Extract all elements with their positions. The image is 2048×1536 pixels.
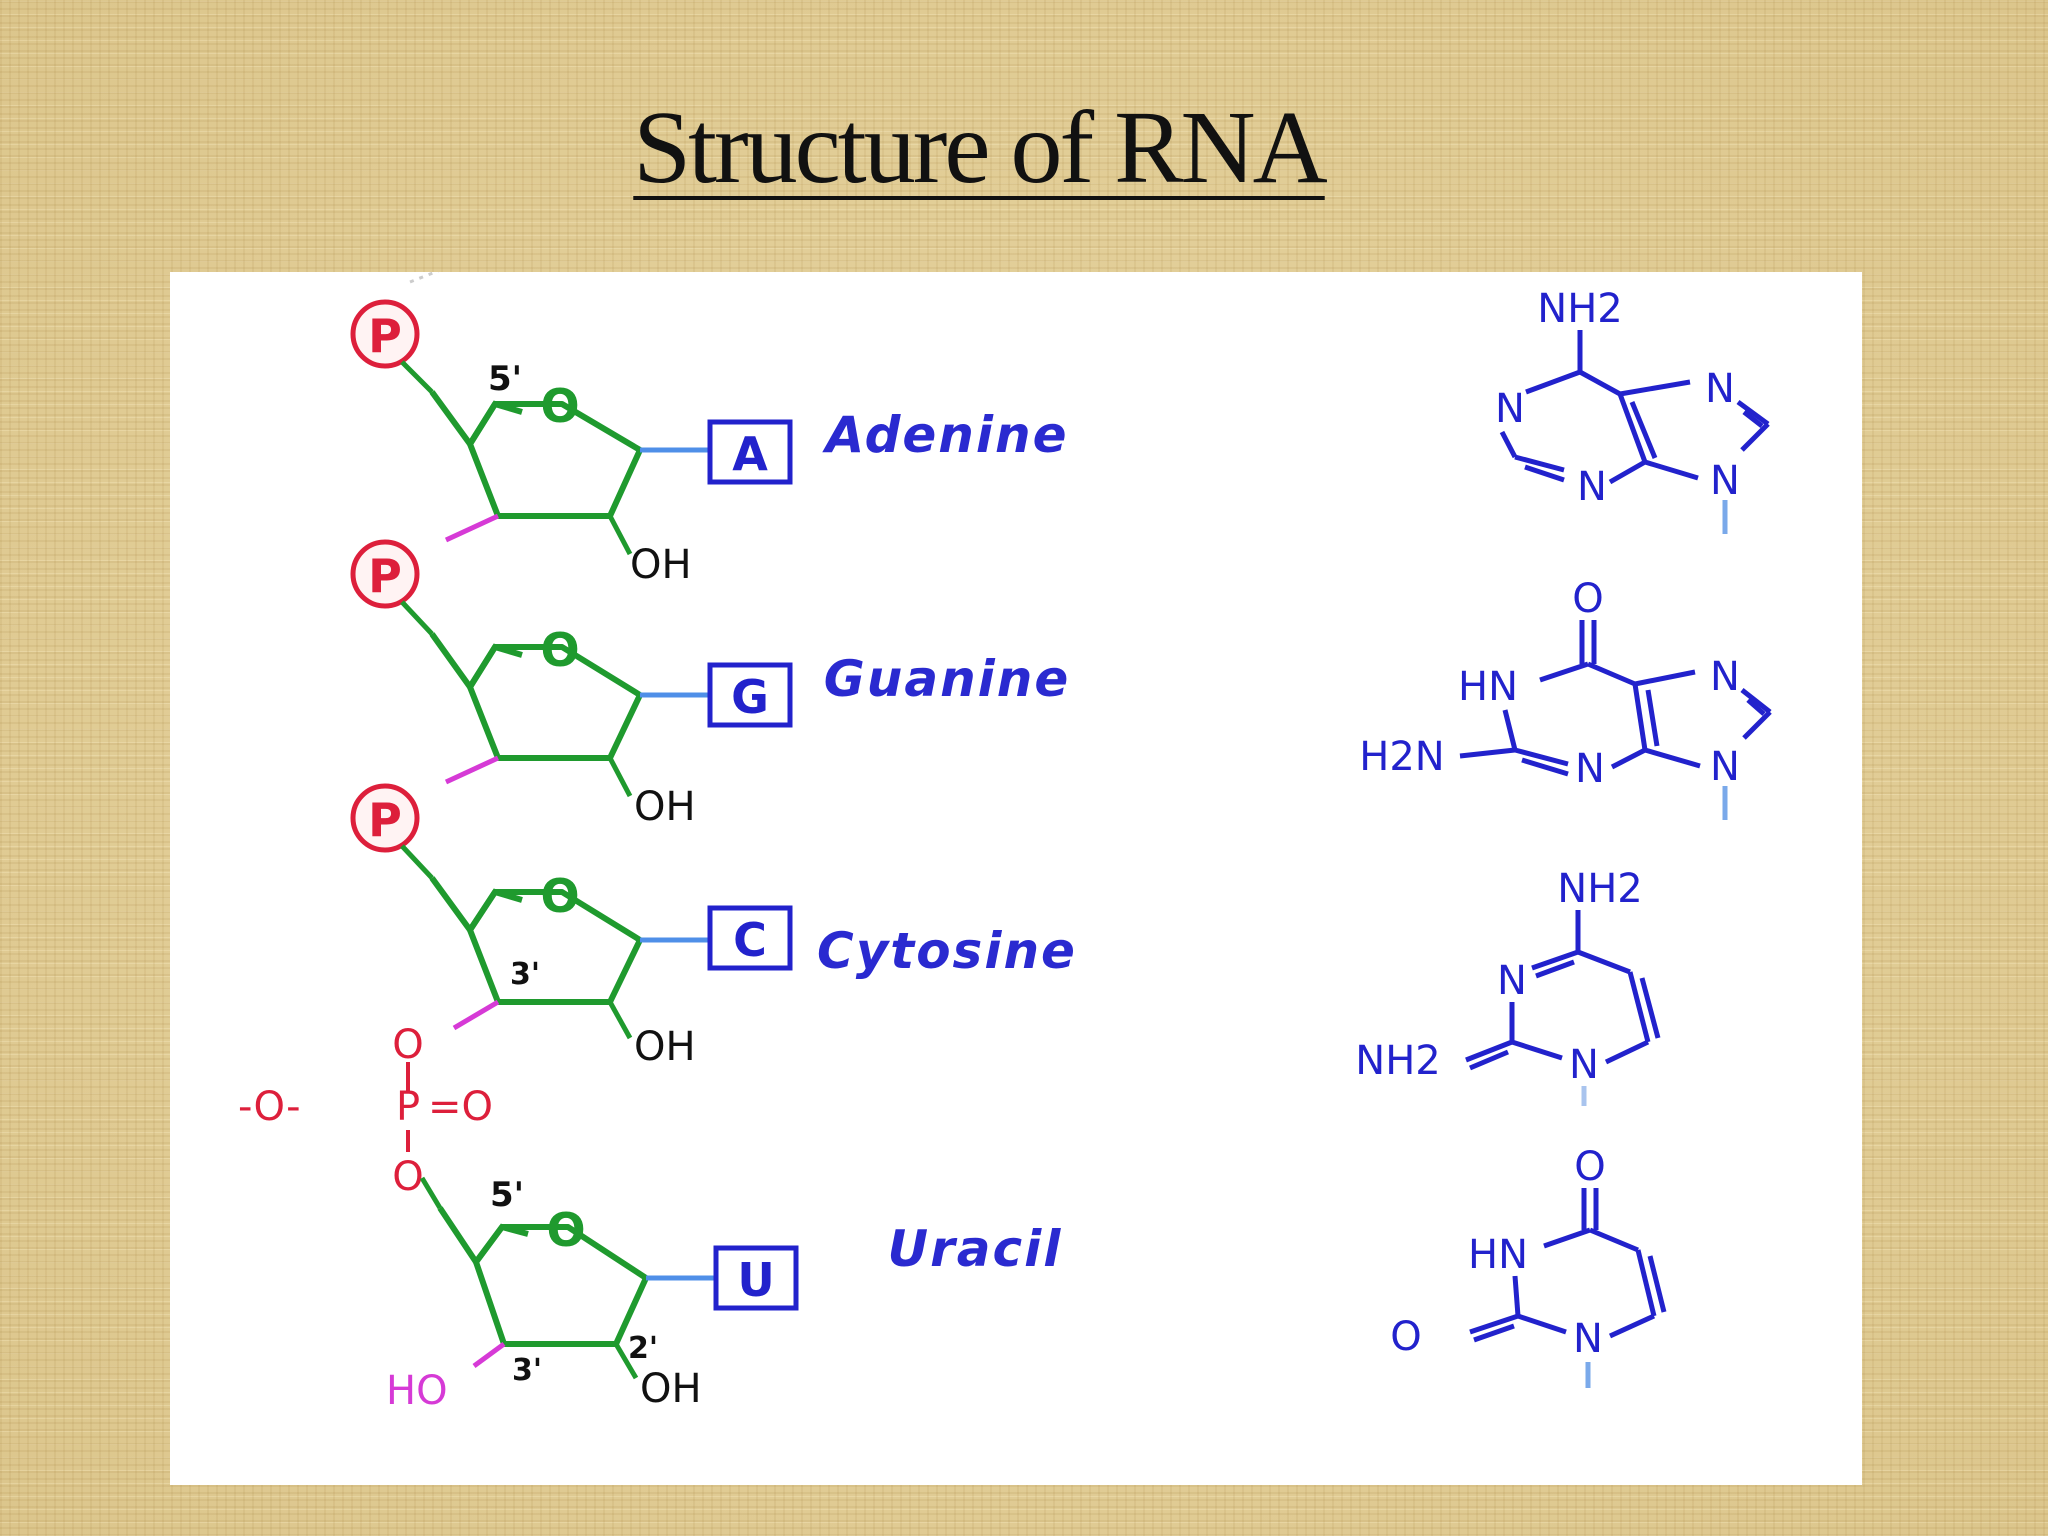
cytosine-structure: NH2 N NH2 N [1355, 866, 1661, 1106]
guanine-hn: HN [1458, 664, 1518, 710]
hydroxyl-1: OH [630, 542, 692, 588]
guanine-h2n: H2N [1359, 734, 1444, 780]
phosphodiester-top-oxygen: O [392, 1022, 423, 1068]
uracil-o4: O [1574, 1144, 1605, 1190]
phosphodiester-double-o: =O [428, 1084, 493, 1130]
guanine-n7: N [1710, 654, 1740, 700]
hydroxyl-2: OH [634, 784, 696, 830]
phosphate-2-icon [350, 539, 420, 609]
hydroxyl-4: OH [640, 1366, 702, 1412]
nucleotide-cytosine: P O 3' C OH Cytosine [350, 783, 1077, 1070]
base-letter-U: U [737, 1253, 774, 1307]
phosphodiester-group: O -O- P =O O [238, 1022, 493, 1200]
adenine-n7: N [1705, 366, 1735, 412]
base-name-cytosine: Cytosine [817, 922, 1077, 980]
guanine-o6: O [1572, 576, 1603, 622]
adenine-structure: NH2 N N N N [1495, 286, 1770, 534]
phosphodiester-left-group: -O- [238, 1084, 301, 1130]
diagram-svg: P 5' O A OH Adenine P O G OH Guanine P [238, 272, 1772, 1414]
base-letter-A: A [732, 427, 768, 481]
cytosine-nh2: NH2 [1557, 866, 1642, 912]
cytosine-n1: N [1569, 1042, 1599, 1088]
guanine-structure: O HN H2N N N N [1359, 576, 1772, 820]
phosphate-3-label: P [368, 793, 402, 847]
slide-title-text: Structure of RNA [633, 90, 1327, 205]
cytosine-n3: N [1497, 958, 1527, 1004]
hydroxyl-3: OH [634, 1024, 696, 1070]
carbon-3-label-2: 3' [512, 1353, 542, 1388]
adenine-n9: N [1710, 458, 1740, 504]
uracil-hn: HN [1468, 1232, 1528, 1278]
ring-oxygen-2: O [540, 623, 579, 677]
hydroxyl-3-terminal: HO [386, 1368, 448, 1414]
base-name-adenine: Adenine [821, 406, 1068, 464]
guanine-n9: N [1710, 744, 1740, 790]
ring-oxygen-4: O [546, 1203, 585, 1257]
phosphate-3-icon [350, 783, 420, 853]
phosphodiester-p: P [396, 1084, 420, 1130]
nucleotide-uracil: 5' O U 2' 3' OH HO Uracil [386, 1175, 1063, 1414]
guanine-n3: N [1575, 746, 1605, 792]
base-box-C [707, 905, 793, 971]
carbon-3-label-1: 3' [510, 957, 540, 992]
base-name-guanine: Guanine [824, 650, 1071, 708]
phosphodiester-bottom-oxygen: O [392, 1154, 423, 1200]
ring-oxygen-3: O [540, 869, 579, 923]
phosphate-2-label: P [368, 549, 402, 603]
nucleotide-guanine: P O G OH Guanine [350, 539, 1071, 830]
uracil-n1: N [1573, 1316, 1603, 1362]
adenine-n3: N [1577, 464, 1607, 510]
base-box-A [707, 419, 793, 485]
adenine-n1: N [1495, 386, 1525, 432]
base-box-U [713, 1245, 799, 1311]
phosphate-1-icon [350, 299, 420, 369]
rna-structure-diagram: P 5' O A OH Adenine P O G OH Guanine P [170, 272, 1862, 1485]
carbon-5-label-1: 5' [488, 359, 522, 399]
cytosine-o2: NH2 [1355, 1038, 1440, 1084]
phosphate-1-label: P [368, 309, 402, 363]
base-letter-C: C [733, 913, 767, 967]
base-name-uracil: Uracil [888, 1220, 1063, 1278]
slide-title: Structure of RNA [0, 88, 2048, 207]
ring-oxygen-1: O [540, 379, 579, 433]
nucleotide-adenine: P 5' O A OH Adenine [350, 272, 1068, 588]
uracil-o2: O [1390, 1314, 1421, 1360]
adenine-nh2: NH2 [1537, 286, 1622, 332]
carbon-2-label: 2' [628, 1331, 658, 1366]
carbon-5-label-2: 5' [490, 1175, 524, 1215]
base-letter-G: G [731, 670, 769, 724]
uracil-structure: O HN O N [1390, 1144, 1667, 1388]
base-box-G [707, 662, 793, 728]
